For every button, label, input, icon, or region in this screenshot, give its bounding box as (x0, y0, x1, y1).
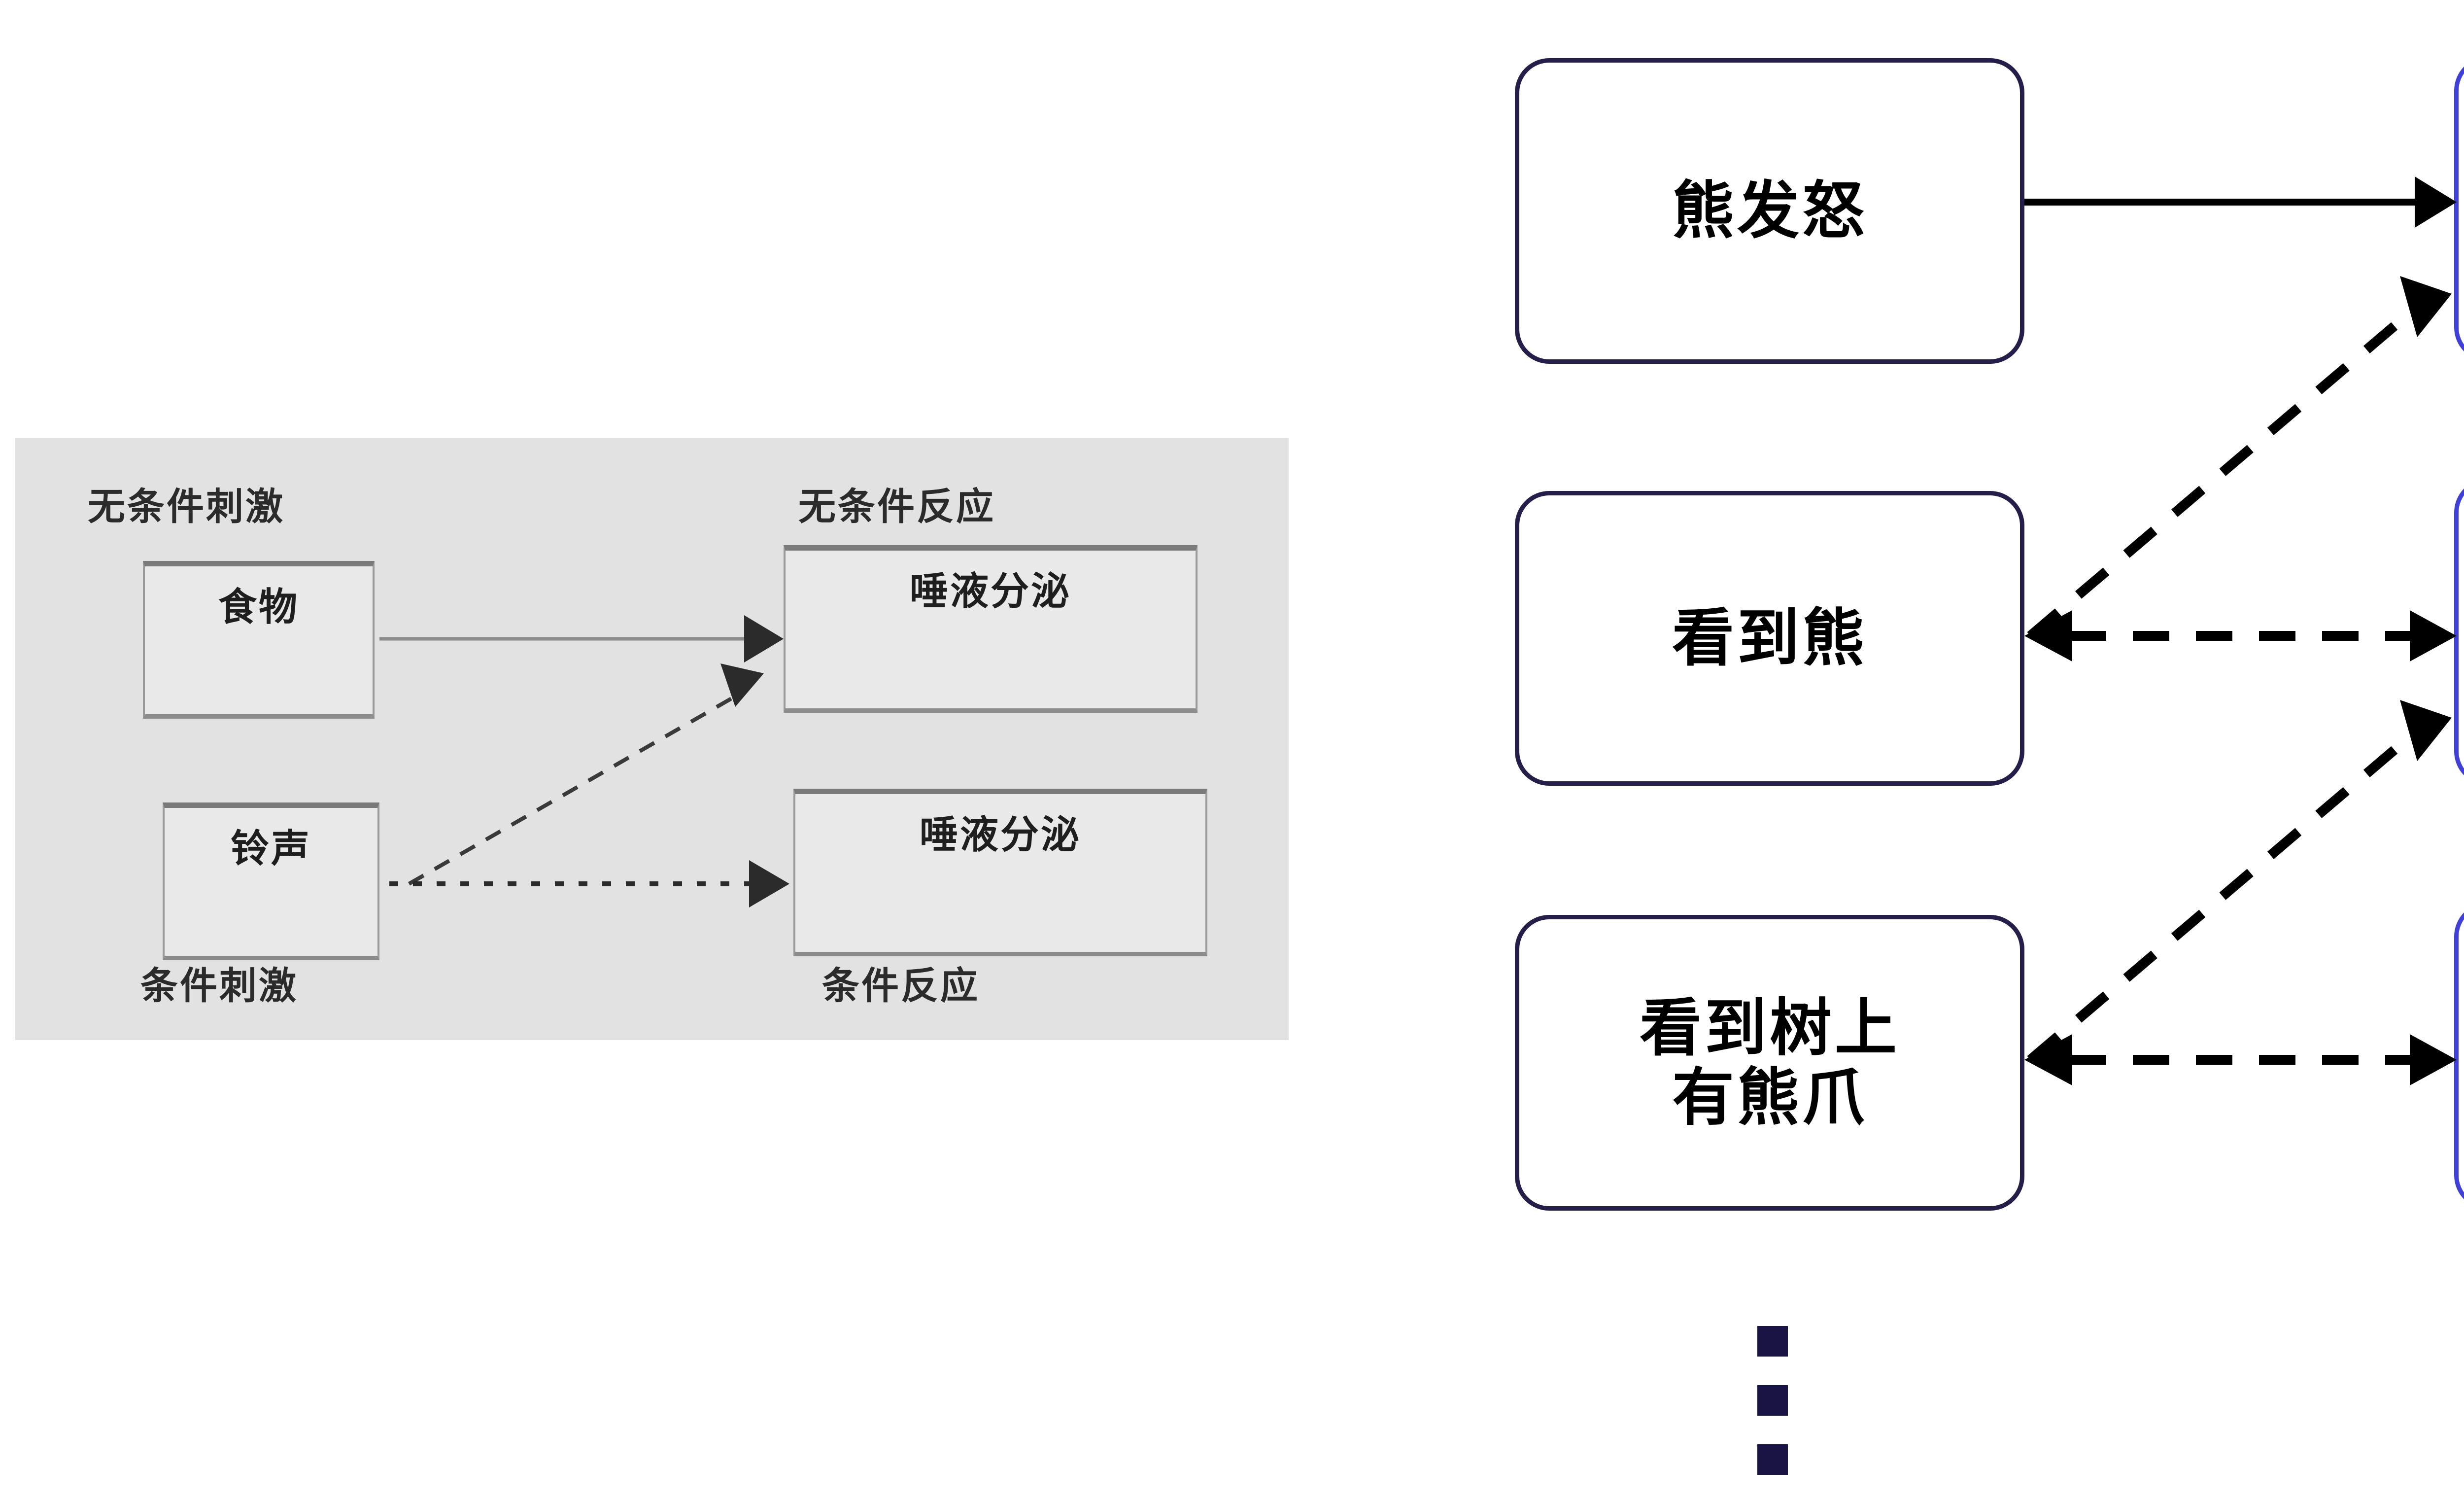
node-reward[interactable]: 奖励 (2454, 56, 2464, 362)
caption-unconditioned-response: 无条件反应 (798, 486, 995, 528)
arrow-see-claw-to-value-s (2024, 1034, 2457, 1085)
box-salivation-unconditioned: 唾液分泌 (784, 545, 1198, 713)
node-see-bear-label: 看到熊 (1672, 603, 1867, 673)
arrow-see-bear-to-value-s-prime (2024, 610, 2457, 662)
node-see-claw[interactable]: 看到树上 有熊爪 (1515, 915, 2024, 1211)
caption-conditioned-stimulus: 条件刺激 (140, 965, 298, 1007)
box-bell-label: 铃声 (230, 827, 311, 870)
classical-conditioning-arrows (379, 615, 789, 907)
node-see-claw-line1: 看到树上 (1640, 993, 1900, 1063)
node-value-s[interactable]: V(s) (2454, 902, 2464, 1210)
node-bear-angry-label: 熊发怒 (1672, 176, 1867, 246)
node-see-claw-label: 看到树上 有熊爪 (1640, 993, 1900, 1132)
box-bell: 铃声 (163, 802, 379, 960)
caption-unconditioned-stimulus: 无条件刺激 (88, 486, 285, 528)
classical-conditioning-panel: 无条件刺激 无条件反应 条件刺激 条件反应 食物 铃声 唾液分泌 唾液分泌 (15, 438, 1289, 1040)
node-bear-angry[interactable]: 熊发怒 (1515, 58, 2024, 364)
arrow-see-bear-to-reward (2027, 276, 2452, 640)
arrow-see-claw-to-value-s-prime (2027, 700, 2452, 1064)
node-see-bear[interactable]: 看到熊 (1515, 491, 2024, 786)
node-value-s-prime[interactable]: V(s′) (2454, 478, 2464, 786)
box-food-label: 食物 (218, 585, 299, 628)
box-food: 食物 (143, 561, 375, 719)
arrow-bell-to-salivation-unconditioned (408, 663, 764, 886)
arrow-bell-to-salivation-conditioned (389, 860, 789, 907)
caption-conditioned-response: 条件反应 (822, 965, 980, 1007)
box-salivation-1-label: 唾液分泌 (909, 569, 1071, 613)
ellipsis-left-column (1757, 1326, 1788, 1475)
ellipsis-dot (1757, 1444, 1788, 1475)
box-salivation-conditioned: 唾液分泌 (793, 789, 1207, 956)
arrow-bear-angry-to-reward (2024, 176, 2457, 228)
ellipsis-dot (1757, 1326, 1788, 1357)
box-salivation-2-label: 唾液分泌 (919, 813, 1081, 856)
ellipsis-dot (1757, 1385, 1788, 1416)
node-see-claw-line2: 有熊爪 (1672, 1063, 1867, 1132)
arrow-food-to-salivation (379, 615, 784, 662)
